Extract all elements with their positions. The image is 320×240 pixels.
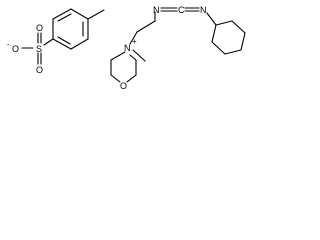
tosyl-benzene-ring xyxy=(52,8,89,50)
sulfur-atom-label: S xyxy=(36,44,42,54)
n-cyclohexyl-bond xyxy=(206,12,217,26)
ring-bond xyxy=(211,24,217,43)
ring-bond xyxy=(129,54,137,61)
ring-to-sulfur-bond xyxy=(43,38,54,46)
cation-nitrogen-label: N xyxy=(124,43,131,53)
carbodiimide-carbon-label: C xyxy=(178,5,185,15)
carbodiimide-chain: N C N xyxy=(136,5,217,33)
oxygen-anion-label: O xyxy=(12,44,19,54)
methyl-bond xyxy=(87,9,105,20)
oxygen-bottom-label: O xyxy=(36,65,43,75)
aromatic-double-bond xyxy=(57,13,72,22)
ring-bond xyxy=(110,74,121,83)
ring-bond xyxy=(70,8,89,20)
morpholinium-cation: N + O xyxy=(110,31,146,91)
aromatic-double-bond xyxy=(57,36,71,45)
ring-bond xyxy=(70,38,89,50)
n-methyl-bond xyxy=(132,49,146,62)
cation-charge-label: + xyxy=(132,37,137,46)
cyclohexyl-ring xyxy=(211,20,246,55)
oxygen-top-label: O xyxy=(36,23,43,33)
ring-bond xyxy=(224,49,242,55)
ring-bond xyxy=(215,20,233,26)
ring-bond xyxy=(231,20,246,34)
carbodiimide-nitrogen-left-label: N xyxy=(153,5,160,15)
ring-bond xyxy=(52,38,72,50)
tosylate-anion: S O O O - xyxy=(7,8,105,75)
ring-bond xyxy=(211,41,226,55)
morpholine-oxygen-label: O xyxy=(120,81,127,91)
n-ethyl-bond xyxy=(129,31,138,45)
ring-bond xyxy=(126,74,137,83)
ethyl-bond xyxy=(136,20,156,33)
chemical-structure-diagram: S O O O - N + O N C N xyxy=(7,5,246,91)
ring-bond xyxy=(52,8,72,20)
anion-charge-label: - xyxy=(7,40,10,49)
morpholine-ring xyxy=(110,51,137,83)
ring-bond xyxy=(110,51,126,61)
carbodiimide-nitrogen-right-label: N xyxy=(200,5,207,15)
ring-bond xyxy=(240,32,246,51)
